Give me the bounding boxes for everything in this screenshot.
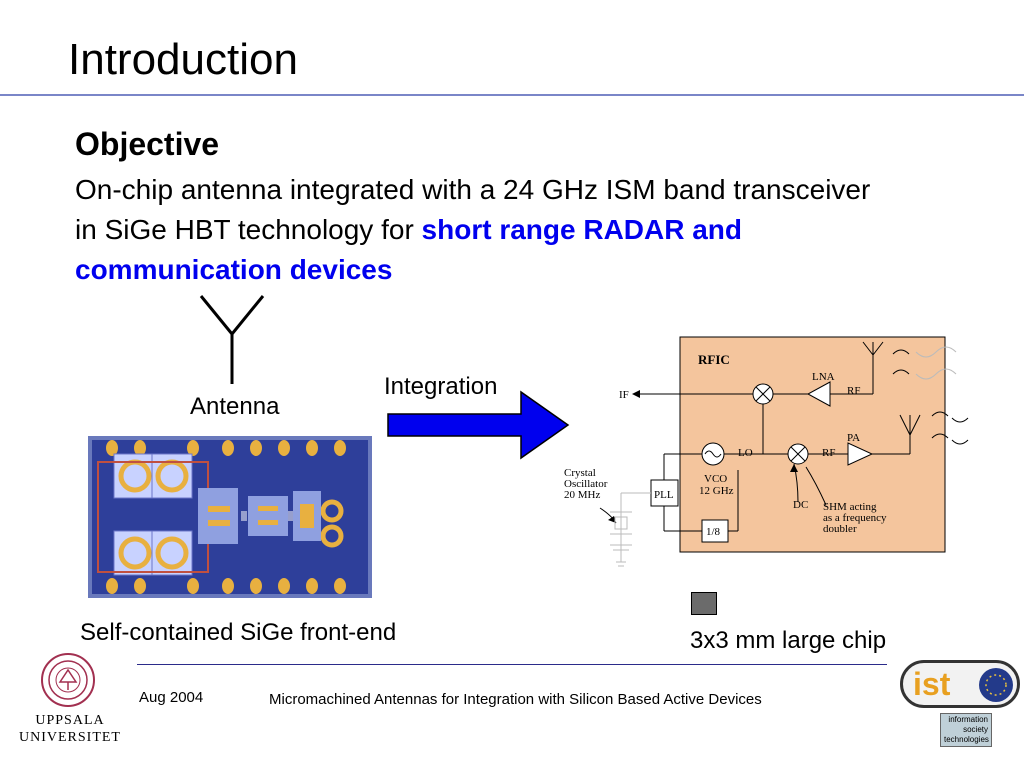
frontend-caption: Self-contained SiGe front-end bbox=[80, 619, 397, 646]
objective-highlight: short range RADAR and communication devi… bbox=[75, 214, 743, 285]
globe-icon bbox=[979, 668, 1013, 702]
ist-caption-box: information society technologies bbox=[940, 713, 992, 747]
antenna-label: Antenna bbox=[190, 393, 280, 420]
objective-text: On-chip antenna integrated with a 24 GHz… bbox=[75, 170, 895, 290]
osc-line3: 20 MHz bbox=[564, 489, 600, 501]
pll-label: PLL bbox=[654, 489, 674, 501]
osc-line2: Oscillator bbox=[564, 478, 608, 490]
ist-logo: ist bbox=[900, 660, 1020, 708]
vco-label: VCO bbox=[704, 473, 727, 485]
integration-arrow-icon bbox=[387, 390, 570, 460]
lna-label: LNA bbox=[812, 371, 835, 383]
ist-line1: information bbox=[948, 715, 988, 724]
university-name: UPPSALA UNIVERSITET bbox=[14, 712, 126, 746]
divider-label: 1/8 bbox=[706, 526, 721, 538]
vco-freq-label: 12 GHz bbox=[699, 485, 734, 497]
title-divider bbox=[0, 94, 1024, 96]
shm-line3: doubler bbox=[823, 523, 857, 535]
ist-line3: technologies bbox=[944, 735, 989, 744]
footer-divider bbox=[137, 664, 887, 665]
ist-logo-text: ist bbox=[913, 666, 951, 702]
antenna-icon bbox=[199, 295, 265, 384]
objective-heading: Objective bbox=[75, 126, 220, 162]
shm-line1: SHM acting bbox=[823, 501, 877, 513]
shm-line2: as a frequency bbox=[823, 512, 887, 524]
integration-label: Integration bbox=[384, 373, 498, 400]
objective-text-plain: On-chip antenna integrated with a 24 GHz… bbox=[75, 174, 871, 245]
chip-size-square bbox=[691, 592, 717, 615]
osc-line1: Crystal bbox=[564, 467, 596, 479]
slide-title: Introduction bbox=[68, 35, 298, 84]
pa-label: PA bbox=[847, 432, 860, 444]
lo-label: LO bbox=[738, 447, 753, 459]
if-label: IF bbox=[619, 389, 629, 401]
dc-label: DC bbox=[793, 499, 808, 511]
uppsala-seal-icon bbox=[41, 653, 95, 707]
university-line2: UNIVERSITET bbox=[19, 730, 121, 745]
rfic-title: RFIC bbox=[698, 352, 730, 367]
rf-mid-label: RF bbox=[822, 447, 835, 459]
university-line1: UPPSALA bbox=[35, 713, 105, 728]
rf-top-label: RF bbox=[847, 385, 860, 397]
frontend-chip-layout bbox=[88, 436, 372, 598]
chip-caption: 3x3 mm large chip bbox=[690, 627, 887, 654]
rfic-block-diagram: RFIC LNA RF IF LO RF PA VCO 12 GHz DC SH… bbox=[564, 336, 969, 567]
footer-date: Aug 2004 bbox=[139, 689, 204, 706]
ist-line2: society bbox=[963, 725, 988, 734]
footer-title: Micromachined Antennas for Integration w… bbox=[269, 691, 762, 708]
